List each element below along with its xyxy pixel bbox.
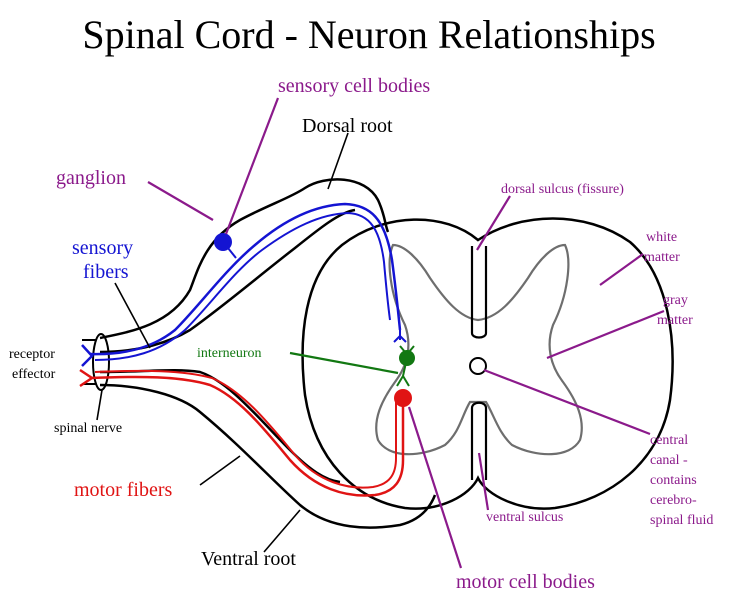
gray-matter-outline [376,245,582,454]
label-ganglion: ganglion [56,167,126,189]
pointer-dorsal-sulcus [477,196,510,250]
label-motor-cell-bodies: motor cell bodies [456,571,595,593]
pointer-central-canal [484,370,650,434]
spinal-nerve-cuff [93,334,109,390]
label-central-canal-line4: cerebro- [650,493,697,508]
label-sensory-fibers-line1: sensory [72,237,133,259]
central-canal [470,358,486,374]
spinal-cord-outline [303,219,673,509]
label-motor-fibers: motor fibers [74,479,173,501]
label-receptor: receptor [9,347,55,362]
pointer-motor-cell-bodies [409,407,461,568]
label-spinal-nerve: spinal nerve [54,421,122,436]
label-central-canal-line2: canal - [650,453,688,468]
label-central-canal-line5: spinal fluid [650,513,713,528]
label-ventral-root: Ventral root [201,548,296,570]
label-ventral-sulcus: ventral sulcus [486,510,563,525]
pointer-interneuron [290,353,398,373]
sensory-terminal [394,330,406,342]
sensory-cell-body [214,233,232,251]
pointer-white-matter [600,254,643,285]
pointer-gray-matter [547,311,664,358]
pointer-ganglion [148,182,213,220]
receptor-ending [82,345,92,366]
label-effector: effector [12,367,56,382]
label-interneuron: interneuron [197,346,262,361]
label-gray-matter-line2: matter [657,313,693,328]
dorsal-sulcus [472,246,486,338]
page-title: Spinal Cord - Neuron Relationships [82,12,655,57]
label-white-matter-line2: matter [644,250,680,265]
label-dorsal-sulcus: dorsal sulcus (fissure) [501,182,624,197]
ventral-sulcus [472,403,486,480]
label-dorsal-root: Dorsal root [302,115,393,137]
label-white-matter-line1: white [646,230,677,245]
label-gray-matter-line1: gray [663,293,688,308]
sensory-fiber-second-strand [95,213,390,360]
motor-fiber [90,377,403,496]
sensory-fiber [90,204,400,354]
pointer-ventral-root [264,510,300,552]
label-sensory-fibers-line2: fibers [83,261,129,283]
motor-cell-body [394,389,412,407]
label-central-canal-line3: contains [650,473,697,488]
label-central-canal-line1: central [650,433,688,448]
pointer-motor-fibers [200,456,240,485]
pointer-spinal-nerve [97,390,102,420]
ventral-root-lower-edge [100,385,435,528]
pointer-sensory-fibers [115,283,150,348]
label-sensory-cell-bodies: sensory cell bodies [278,75,430,97]
